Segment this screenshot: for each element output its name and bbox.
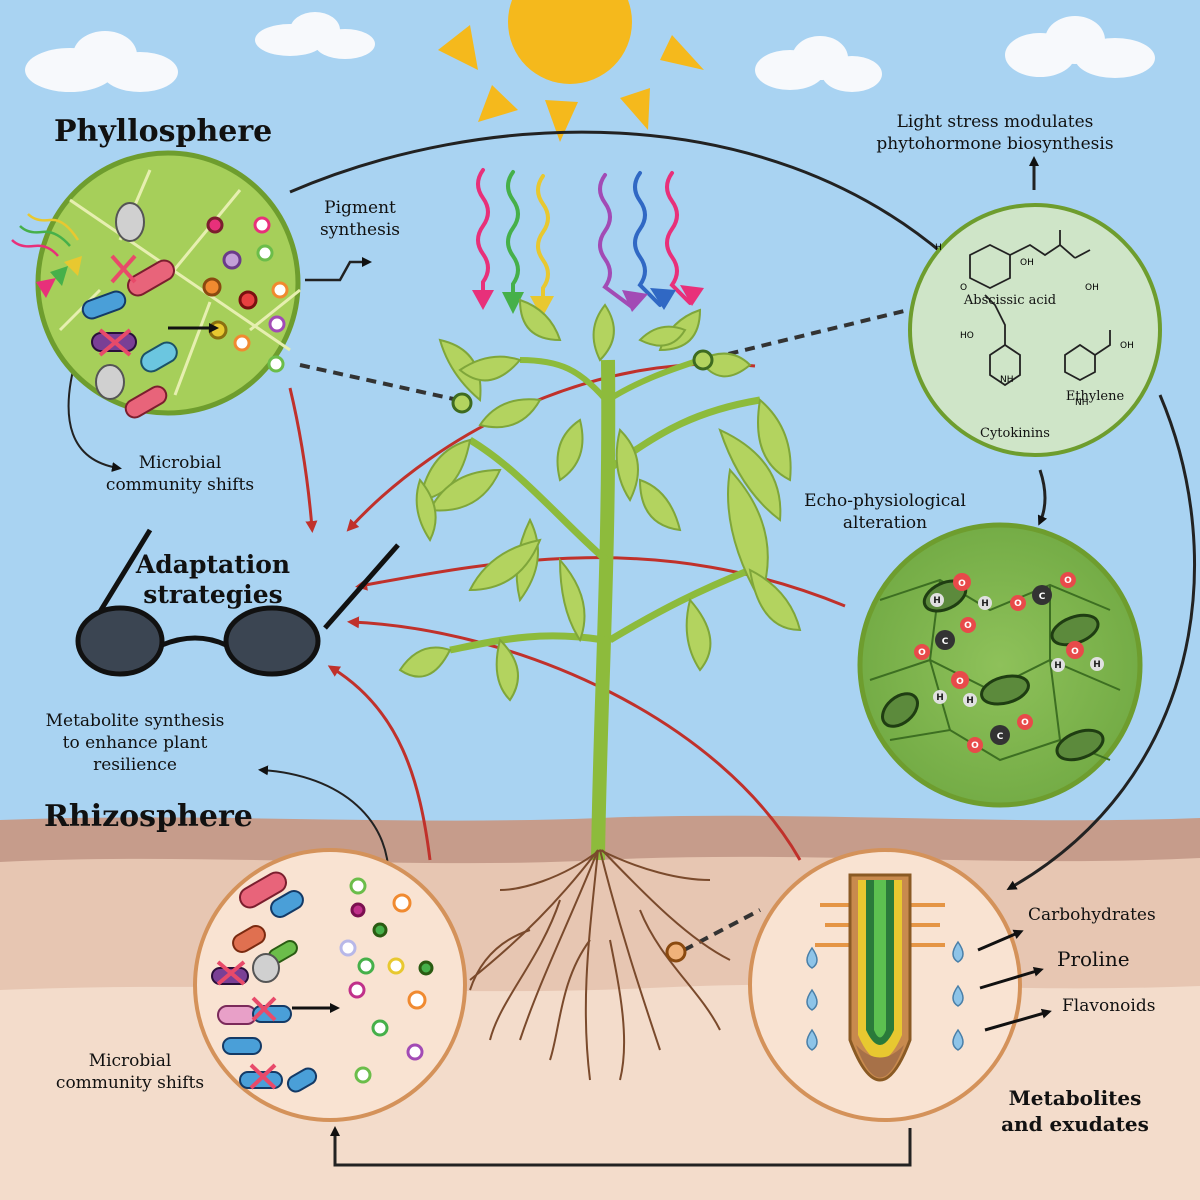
microbial-shifts-top-line1: Microbial (138, 453, 222, 473)
light-wave-icon (476, 168, 692, 309)
atom-label: O (964, 621, 972, 631)
bacteria-icon (211, 871, 318, 1093)
arrow-to-pigment-synthesis (305, 257, 372, 282)
atom-label: H (933, 596, 941, 606)
echo-physiological-label-line2: alteration (842, 513, 928, 533)
bacteria-icon (81, 202, 178, 419)
leaf-zoom-marker (451, 392, 473, 414)
molecule-atom-label: NH (1000, 375, 1014, 385)
light-wave-arrowhead (622, 290, 648, 312)
molecule-atom-label: OH (1020, 258, 1034, 268)
atom-label: O (1064, 576, 1072, 586)
molecule-atom-label: OH (1120, 341, 1134, 351)
proline-label: Proline (1057, 947, 1130, 971)
atom-label: C (942, 637, 949, 647)
atom-label: H (981, 599, 989, 609)
atom-label: H (966, 696, 974, 706)
adaptation-title-line2: strategies (143, 580, 283, 609)
atom-label: O (956, 677, 964, 687)
metabolites-exudates-line1: Metabolites (1008, 1086, 1142, 1110)
arrow-to-proline (979, 966, 1044, 990)
molecule-atom-label: OH (1085, 283, 1099, 293)
light-wave-arrowhead (530, 296, 554, 318)
arrow-to-microbial-shifts-top (67, 361, 122, 472)
molecule-icon (969, 230, 1111, 387)
metabolite-synthesis-line1: Metabolite synthesis (45, 711, 225, 731)
molecule-atom-label: NH (1075, 398, 1089, 408)
atom-label: O (1071, 647, 1079, 657)
leaf-zoom-marker (692, 349, 714, 371)
cloud-icon (755, 36, 882, 92)
carbohydrates-label: Carbohydrates (1028, 905, 1156, 925)
dashed-link-leaf (299, 363, 459, 402)
atom-label: H (1054, 661, 1062, 671)
arrow-to-stomata (1037, 469, 1048, 526)
pigment-label-line1: Pigment (324, 198, 396, 218)
dashed-link-root (683, 908, 761, 952)
atom-label: H (936, 693, 944, 703)
light-stress-label-line2: phytohormone biosynthesis (876, 134, 1114, 154)
atom-label: O (1014, 599, 1022, 609)
microbial-shifts-bottom-line2: community shifts (55, 1073, 205, 1093)
return-arrow-root-to-rhizosphere (330, 1126, 912, 1167)
adaptation-title-line1: Adaptation (135, 550, 291, 579)
arc-arrow-phyllosphere-to-hormones (289, 130, 952, 261)
microbial-shifts-bottom-line1: Microbial (88, 1051, 172, 1071)
phytohormone-zoom-circle: H OH O OH HO NH NH OH (908, 203, 1162, 457)
atom-label: H (1093, 660, 1101, 670)
arrow-to-flavonoids (984, 1008, 1052, 1032)
atom-label: C (1039, 592, 1046, 602)
metabolite-synthesis-line2: to enhance plant (62, 733, 208, 753)
glasses-icon (75, 528, 400, 677)
metabolites-exudates-line2: and exudates (1001, 1112, 1149, 1136)
echo-physiological-label-line1: Echo-physiological (804, 491, 966, 511)
cytokinins-label: Cytokinins (980, 426, 1050, 441)
light-stress-label-line1: Light stress modulates (896, 112, 1094, 132)
arc-arrow-hormones-to-root (1006, 394, 1197, 890)
phyllosphere-zoom-circle (11, 150, 301, 419)
microbial-shifts-top-line2: community shifts (105, 475, 255, 495)
light-wave-arrowhead (650, 288, 676, 310)
flavonoids-label: Flavonoids (1062, 996, 1156, 1016)
root-tip-icon (815, 873, 945, 1082)
molecule-atom-label: O (960, 283, 967, 293)
ethylene-label: Ethylene (1065, 389, 1125, 404)
atom-label: O (958, 579, 966, 589)
pigment-label-line2: synthesis (319, 220, 400, 240)
root-zoom-marker (665, 941, 687, 963)
molecule-atom-label: H (935, 243, 942, 253)
cloud-icon (25, 31, 178, 92)
stomata-zoom-circle: O H H O C O O C O H O H O H H O C O (857, 522, 1143, 808)
sun-icon (438, 0, 704, 142)
molecule-atom-label: HO (960, 331, 974, 341)
arrow-to-carbohydrates (977, 929, 1024, 952)
cloud-icon (255, 12, 375, 59)
water-drop-icon (806, 940, 964, 1051)
light-wave-arrowhead (472, 290, 494, 310)
cloud-icon (1005, 16, 1155, 78)
atom-label: O (971, 741, 979, 751)
rhizosphere-zoom-circle (193, 848, 467, 1122)
abscissic-acid-label: Abscissic acid (963, 293, 1057, 308)
phyllosphere-title: Phyllosphere (54, 114, 273, 149)
light-wave-arrowhead (680, 285, 704, 306)
light-wave-arrowhead (502, 292, 524, 314)
atom-label: O (918, 648, 926, 658)
rhizosphere-title: Rhizosphere (44, 799, 253, 834)
atom-label: C (997, 732, 1004, 742)
root-tip-zoom-circle (748, 848, 1022, 1122)
leaf-icon (398, 298, 802, 702)
metabolite-synthesis-line3: resilience (93, 755, 177, 775)
atom-label: O (1021, 718, 1029, 728)
root-system (469, 849, 731, 1081)
tomato-plant (398, 298, 802, 861)
